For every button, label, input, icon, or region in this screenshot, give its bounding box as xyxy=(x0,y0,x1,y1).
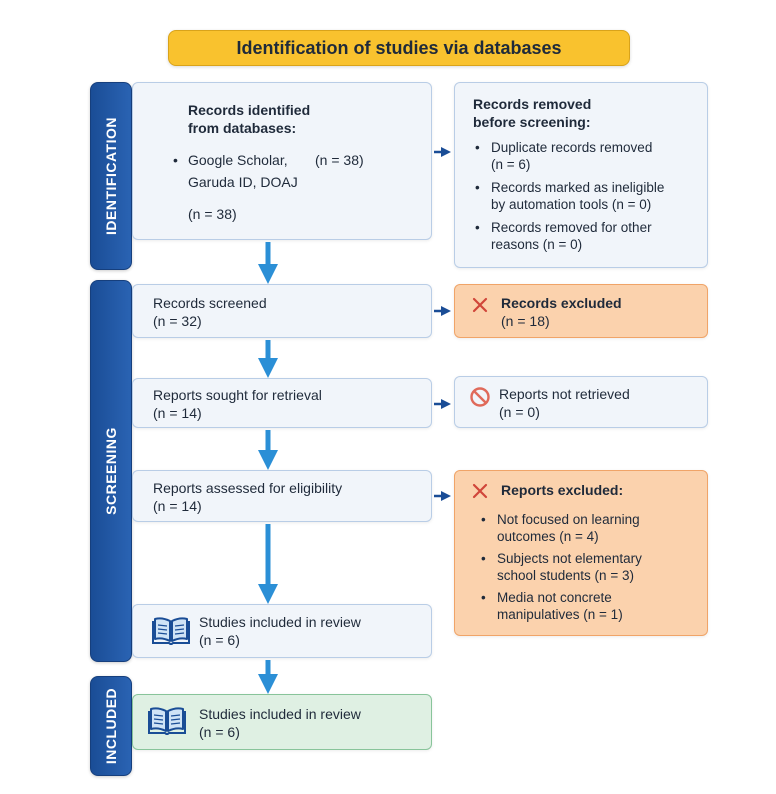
included-final-label: Studies included in review xyxy=(199,706,361,722)
excluded-label: Records excluded xyxy=(501,295,622,311)
identified-heading-line1: Records identified xyxy=(188,102,311,118)
removed-heading-line2: before screening: xyxy=(473,114,591,130)
included-review-label: Studies included in review xyxy=(199,614,361,630)
reports-excluded-item: Not focused on learning outcomes (n = 4) xyxy=(477,511,642,545)
assessed-label: Reports assessed for eligibility xyxy=(153,480,343,496)
studies-included-review-box: Studies included in review (n = 6) xyxy=(132,604,432,658)
identified-source-line2: Garuda ID, DOAJ xyxy=(188,174,298,190)
identified-source-bullet: • xyxy=(173,152,178,168)
identified-source-line1: Google Scholar, xyxy=(188,152,288,168)
records-identified-box: Records identified from databases: • Goo… xyxy=(132,82,432,240)
removed-item-line1: Records marked as ineligible xyxy=(491,180,665,195)
phase-identification: IDENTIFICATION xyxy=(90,82,132,270)
removed-list: Duplicate records removed (n = 6) Record… xyxy=(471,139,664,253)
sought-label: Reports sought for retrieval xyxy=(153,387,322,403)
phase-screening: SCREENING xyxy=(90,280,132,662)
records-removed-box: Records removed before screening: Duplic… xyxy=(454,82,708,268)
screened-label: Records screened xyxy=(153,295,267,311)
removed-item-line2: reasons (n = 0) xyxy=(491,237,583,252)
removed-item: Records removed for other reasons (n = 0… xyxy=(471,219,664,253)
reports-excluded-list: Not focused on learning outcomes (n = 4)… xyxy=(477,511,642,623)
identified-source-count: (n = 38) xyxy=(315,152,364,168)
included-final-count: (n = 6) xyxy=(199,724,240,740)
reports-excluded-item-line2: outcomes (n = 4) xyxy=(497,529,599,544)
book-icon xyxy=(148,707,186,735)
sought-count: (n = 14) xyxy=(153,405,202,421)
reports-excluded-item-line1: Not focused on learning xyxy=(497,512,640,527)
reports-sought-box: Reports sought for retrieval (n = 14) xyxy=(132,378,432,428)
studies-included-final-box: Studies included in review (n = 6) xyxy=(132,694,432,750)
diagram-title: Identification of studies via databases xyxy=(168,30,630,66)
reports-excluded-item-line2: manipulatives (n = 1) xyxy=(497,607,623,622)
removed-heading-line1: Records removed xyxy=(473,96,592,112)
identified-heading-line2: from databases: xyxy=(188,120,297,136)
reports-assessed-box: Reports assessed for eligibility (n = 14… xyxy=(132,470,432,522)
records-excluded-box: Records excluded (n = 18) xyxy=(454,284,708,338)
book-icon xyxy=(152,617,190,645)
x-mark-icon xyxy=(472,483,488,499)
reports-excluded-label: Reports excluded: xyxy=(501,482,624,498)
included-review-count: (n = 6) xyxy=(199,632,240,648)
assessed-count: (n = 14) xyxy=(153,498,202,514)
removed-item-line2: (n = 6) xyxy=(491,157,531,172)
not-retrieved-count: (n = 0) xyxy=(499,404,540,420)
reports-excluded-item-line1: Subjects not elementary xyxy=(497,551,642,566)
prohibited-icon xyxy=(470,387,490,407)
reports-not-retrieved-box: Reports not retrieved (n = 0) xyxy=(454,376,708,428)
screened-count: (n = 32) xyxy=(153,313,202,329)
reports-excluded-item: Media not concrete manipulatives (n = 1) xyxy=(477,589,642,623)
reports-excluded-item-line2: school students (n = 3) xyxy=(497,568,634,583)
reports-excluded-item: Subjects not elementary school students … xyxy=(477,550,642,584)
reports-excluded-box: Reports excluded: Not focused on learnin… xyxy=(454,470,708,636)
removed-item-line1: Duplicate records removed xyxy=(491,140,653,155)
x-mark-icon xyxy=(472,297,488,313)
removed-item-line1: Records removed for other xyxy=(491,220,652,235)
records-screened-box: Records screened (n = 32) xyxy=(132,284,432,338)
excluded-count: (n = 18) xyxy=(501,313,550,329)
reports-excluded-item-line1: Media not concrete xyxy=(497,590,612,605)
identified-total: (n = 38) xyxy=(188,206,237,222)
not-retrieved-label: Reports not retrieved xyxy=(499,386,630,402)
removed-item: Records marked as ineligible by automati… xyxy=(471,179,664,213)
removed-item: Duplicate records removed (n = 6) xyxy=(471,139,664,173)
removed-item-line2: by automation tools (n = 0) xyxy=(491,197,652,212)
phase-included: INCLUDED xyxy=(90,676,132,776)
